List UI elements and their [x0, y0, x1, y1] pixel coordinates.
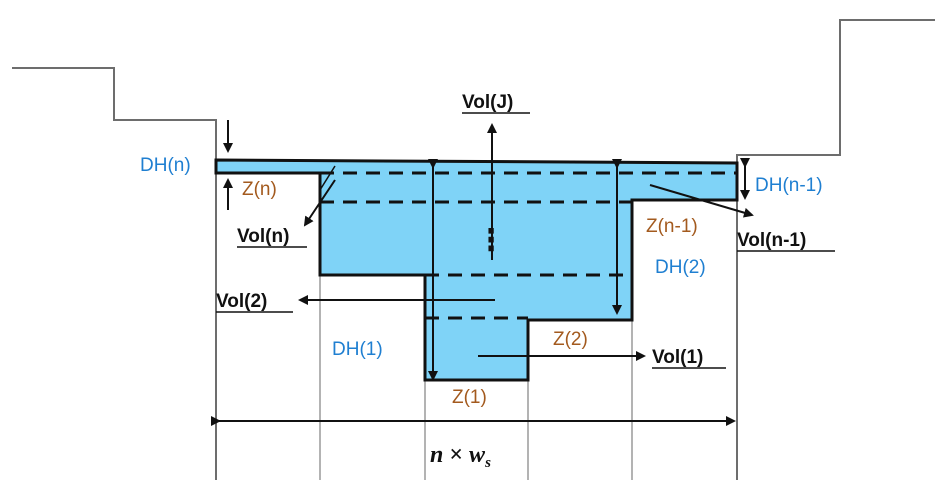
vol-n-label: Vol(n): [237, 226, 289, 247]
z-2-label: Z(2): [553, 329, 588, 350]
dashed-level-lines: [320, 171, 737, 320]
vol-n-minus-1-arrow: [649, 184, 754, 218]
width-formula: n × ws: [430, 442, 491, 471]
dh-2-label: DH(2): [655, 257, 706, 278]
ground-profile: [12, 19, 935, 480]
vol-n-minus-1-label: Vol(n-1): [737, 230, 806, 251]
vertical-ellipsis: ⋮: [476, 223, 506, 258]
z-n-label: Z(n): [242, 179, 277, 200]
dh-n-minus-1-label: DH(n-1): [755, 175, 823, 196]
vol-1-label: Vol(1): [652, 347, 703, 368]
vol-j-label: Vol(J): [462, 92, 513, 113]
dh-1-label: DH(1): [332, 339, 383, 360]
vol-2-label: Vol(2): [216, 291, 267, 312]
z-n-minus-1-label: Z(n-1): [646, 216, 698, 237]
formula-sub: s: [484, 455, 491, 471]
label-underlines: [216, 112, 835, 369]
z-1-label: Z(1): [452, 387, 487, 408]
dh-n-label: DH(n): [140, 155, 191, 176]
formula-n: n: [430, 442, 443, 468]
diagonal-marker: [319, 165, 336, 191]
formula-w: w: [469, 442, 486, 468]
formula-times: ×: [443, 442, 469, 468]
vol-n-arrow: [303, 179, 336, 227]
